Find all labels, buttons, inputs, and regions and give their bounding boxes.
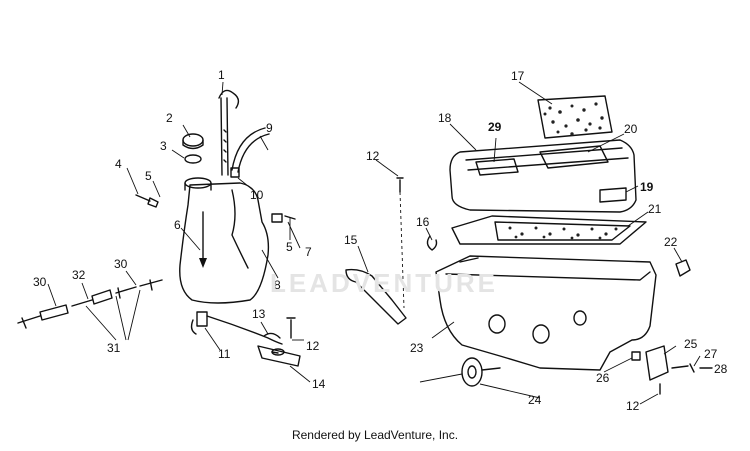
callout-17: 17 — [511, 69, 525, 83]
fuel-tank — [179, 182, 270, 304]
vent-fitting — [230, 167, 240, 178]
callout-19: 19 — [640, 180, 654, 194]
callout-29: 29 — [488, 120, 502, 134]
callout-5a: 5 — [145, 169, 152, 183]
fuel-line — [206, 315, 283, 345]
callout-23: 23 — [410, 341, 424, 355]
nut-right — [271, 213, 296, 223]
callout-5b: 5 — [286, 240, 293, 254]
tank-bracket — [257, 345, 301, 367]
callout-11: 11 — [218, 347, 231, 361]
wheel — [461, 357, 483, 387]
callout-1: 1 — [218, 68, 225, 82]
tank-leaders — [47, 81, 311, 383]
callout-6: 6 — [174, 218, 181, 232]
callout-24: 24 — [528, 393, 542, 407]
base-hole-2 — [532, 324, 550, 344]
logo-plate — [599, 187, 627, 203]
callout-14: 14 — [312, 377, 326, 391]
fuel-cap — [182, 133, 204, 147]
callout-32: 32 — [72, 268, 86, 282]
callouts: 1 2 3 4 5 6 9 10 5 7 8 11 13 12 14 30 32… — [33, 68, 728, 413]
callout-12a: 12 — [366, 149, 380, 163]
callout-21: 21 — [648, 202, 662, 216]
callout-18: 18 — [438, 111, 452, 125]
foam-block-top — [537, 95, 613, 139]
callout-25: 25 — [684, 337, 698, 351]
callout-16: 16 — [416, 215, 430, 229]
watermark-text: LEADVENTURE — [270, 268, 499, 298]
foam-filter — [451, 215, 647, 245]
vent-hose — [231, 127, 270, 173]
cover-recess-left — [475, 158, 519, 176]
hose-clamp — [263, 332, 281, 339]
callout-8: 8 — [274, 278, 281, 292]
fuel-tank-assembly — [17, 89, 301, 367]
callout-13: 13 — [252, 307, 266, 321]
clip — [426, 235, 438, 251]
fuel-filter-line — [17, 279, 163, 324]
fuel-gauge — [218, 89, 240, 176]
latch-plate — [645, 345, 669, 381]
callout-2: 2 — [166, 111, 173, 125]
bolt-left — [135, 194, 159, 208]
callout-30b: 30 — [114, 257, 128, 271]
nut-26 — [631, 351, 641, 361]
air-cleaner-leaders — [357, 81, 712, 405]
callout-4: 4 — [115, 157, 122, 171]
filler-neck — [184, 177, 212, 189]
callout-10: 10 — [250, 188, 264, 202]
base-hole-3 — [573, 310, 587, 326]
air-cleaner-assembly — [345, 95, 713, 395]
cover-recess-right — [539, 145, 609, 169]
callout-28: 28 — [714, 362, 728, 376]
callout-26: 26 — [596, 371, 610, 385]
callout-22: 22 — [664, 235, 678, 249]
air-cleaner-base — [435, 255, 657, 371]
mount-bracket — [345, 268, 407, 325]
callout-20: 20 — [624, 122, 638, 136]
callout-27: 27 — [704, 347, 718, 361]
callout-30a: 30 — [33, 275, 47, 289]
cap-gasket — [184, 154, 202, 164]
callout-9: 9 — [266, 121, 273, 135]
callout-15: 15 — [344, 233, 358, 247]
callout-31: 31 — [107, 341, 121, 355]
air-cleaner-cover — [449, 139, 637, 213]
callout-3: 3 — [160, 139, 167, 153]
footer-credit: Rendered by LeadVenture, Inc. — [291, 428, 459, 442]
callout-12c: 12 — [626, 399, 640, 413]
fuel-outlet — [196, 311, 208, 327]
screw — [286, 317, 296, 339]
base-hole-1 — [488, 314, 506, 334]
callout-12b: 12 — [306, 339, 320, 353]
end-cap — [675, 259, 691, 277]
screw-top — [396, 177, 404, 193]
bracket-hole — [271, 348, 285, 356]
callout-7: 7 — [305, 245, 312, 259]
